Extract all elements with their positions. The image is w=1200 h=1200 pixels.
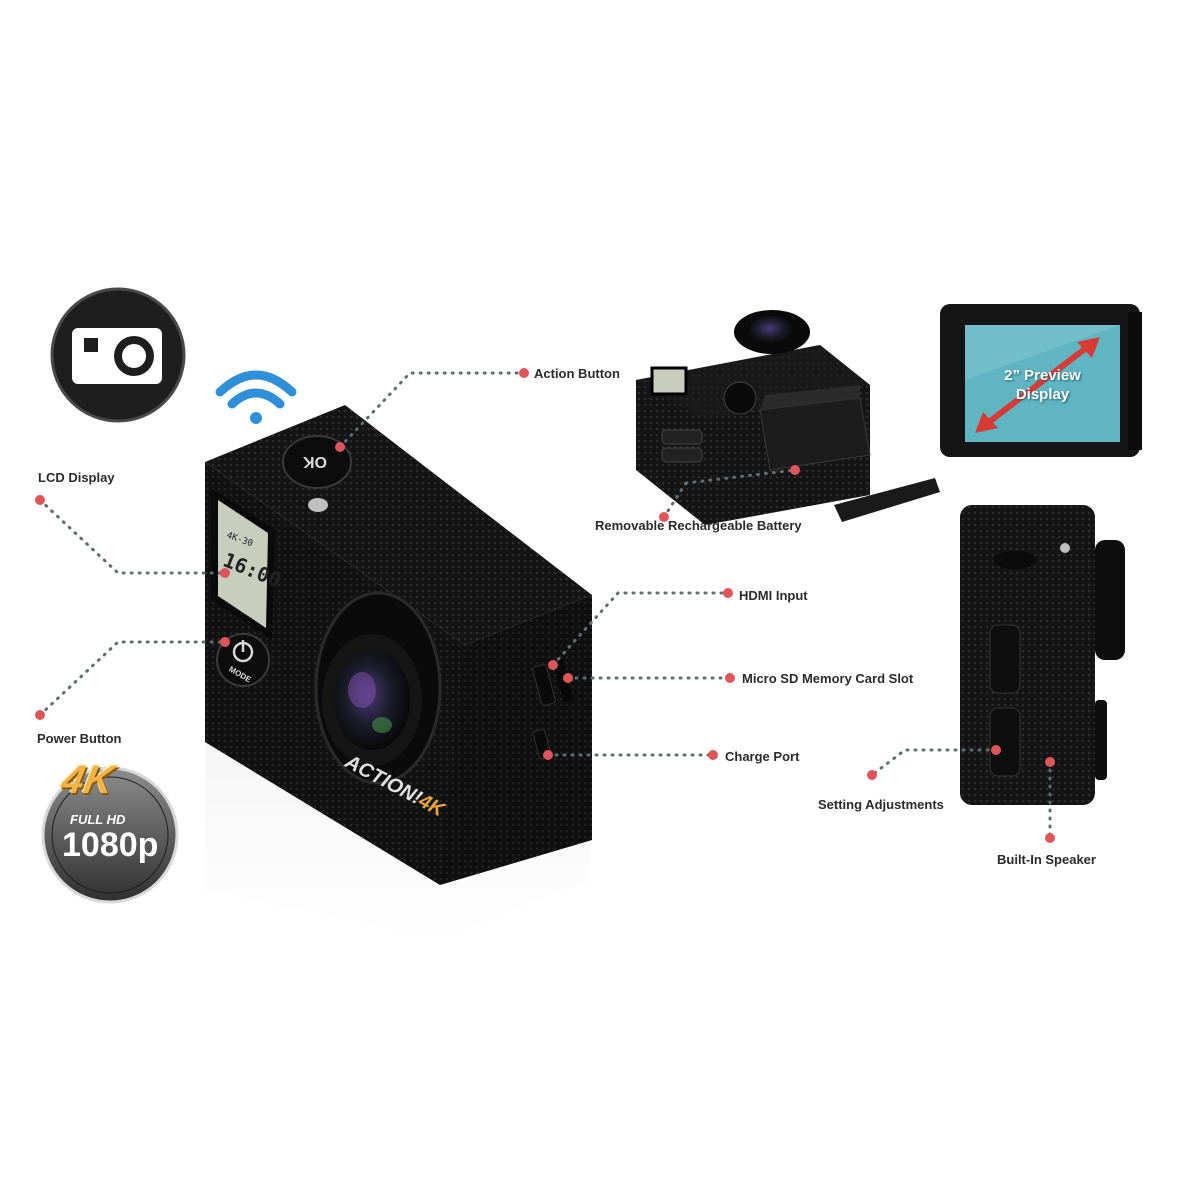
callout-built-in-speaker: Built-In Speaker [997, 852, 1096, 867]
battery-camera [636, 310, 940, 525]
preview-line-1: 2” Preview [1004, 367, 1081, 384]
main-camera [205, 405, 592, 885]
callout-hdmi-input: HDMI Input [739, 588, 808, 603]
callout-lcd-display: LCD Display [38, 470, 115, 485]
badge-fullhd-text: FULL HD [70, 812, 126, 827]
callout-removable-battery: Removable Rechargeable Battery [595, 518, 802, 533]
photo-mode-icon [50, 287, 186, 423]
ok-button-label: OK [303, 453, 327, 470]
callout-action-button: Action Button [534, 366, 620, 381]
preview-display-camera [940, 304, 1142, 457]
preview-line-2: Display [1015, 386, 1070, 403]
callout-charge-port: Charge Port [725, 749, 800, 764]
side-camera [960, 505, 1125, 805]
callout-micro-sd: Micro SD Memory Card Slot [742, 671, 914, 686]
callout-markers [35, 368, 1055, 843]
preview-display-label: 2” Preview Display [965, 366, 1120, 404]
leader-lines [38, 371, 1052, 840]
resolution-badge [41, 766, 179, 904]
badge-1080p-text: 1080p [62, 826, 159, 864]
callout-setting-adjustments: Setting Adjustments [818, 797, 944, 812]
callout-power-button: Power Button [37, 731, 122, 746]
badge-4k-text: 4K [57, 758, 118, 802]
wifi-icon [215, 370, 297, 424]
